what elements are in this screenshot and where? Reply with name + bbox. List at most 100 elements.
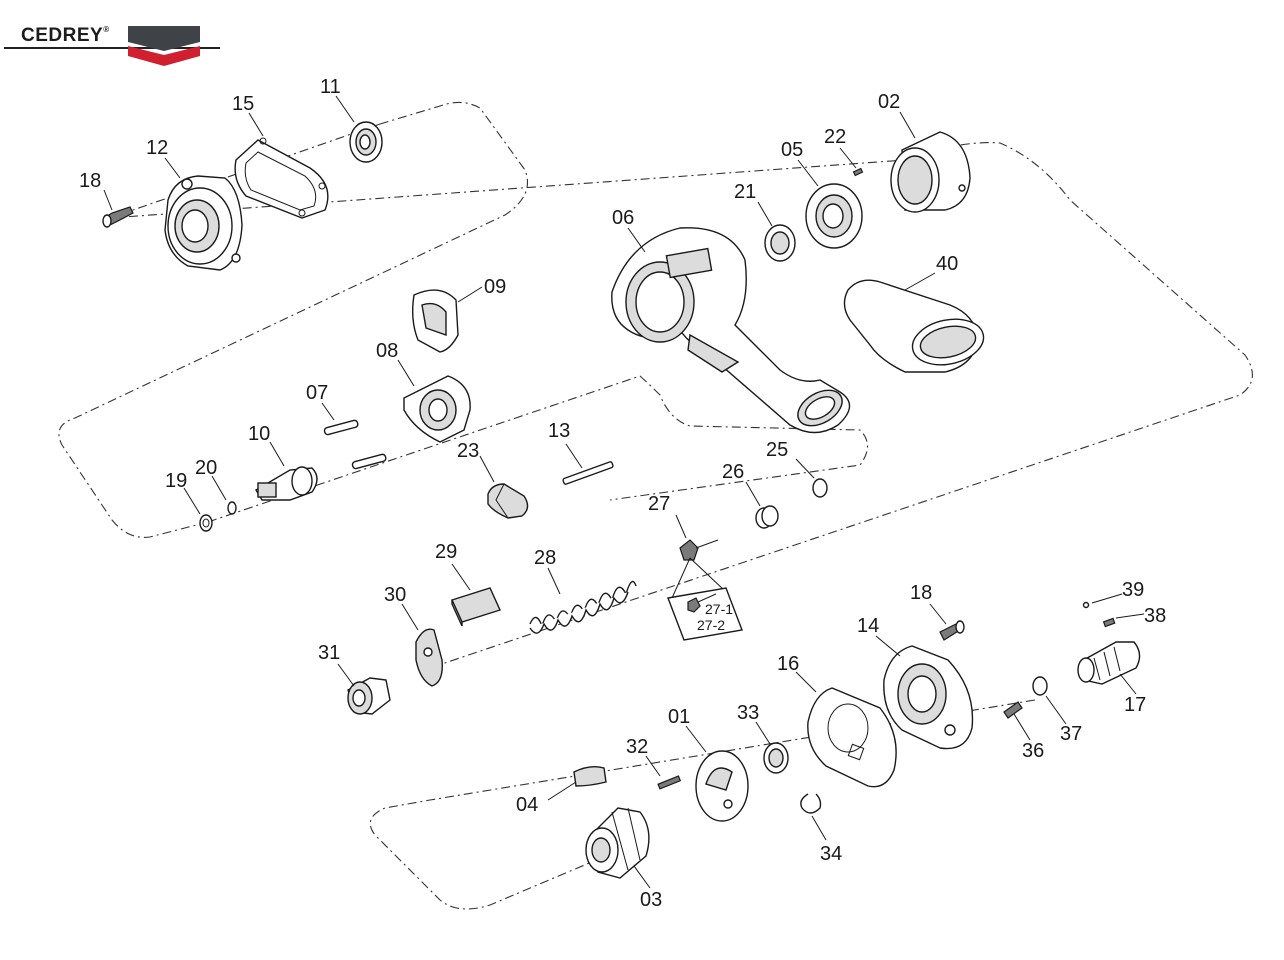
callout-14: 14 <box>857 615 879 637</box>
part-04-rotor-vane <box>573 765 607 787</box>
leader-18b <box>929 603 947 625</box>
part-33-bearing <box>763 742 789 774</box>
callout-21: 21 <box>734 181 756 203</box>
callout-04: 04 <box>516 794 538 816</box>
part-23-trigger <box>487 483 529 519</box>
part-27-inset-box <box>667 557 743 641</box>
callout-29: 29 <box>435 541 457 563</box>
callout-15: 15 <box>232 93 254 115</box>
leader-03 <box>633 865 651 889</box>
part-30-deflector-plate <box>415 628 443 687</box>
part-40-grip-sleeve <box>843 279 985 373</box>
part-06-housing <box>611 227 851 434</box>
leader-11 <box>335 95 355 123</box>
leader-14 <box>875 635 901 657</box>
leader-30 <box>401 603 419 631</box>
callout-16: 16 <box>777 653 799 675</box>
part-27-valve <box>679 539 719 561</box>
leader-34 <box>811 815 827 841</box>
callout-34: 34 <box>820 843 842 865</box>
part-03-rotor <box>585 807 650 879</box>
callout-27: 27 <box>648 493 670 515</box>
leader-10 <box>269 441 285 467</box>
leader-27 <box>675 514 687 539</box>
part-17-reverse-valve <box>1077 641 1141 685</box>
brand-chevron-icon <box>128 26 200 66</box>
callout-18-lower: 18 <box>910 582 932 604</box>
callout-30: 30 <box>384 584 406 606</box>
part-05-end-plate <box>805 183 863 249</box>
leader-25 <box>795 458 815 479</box>
callout-39: 39 <box>1122 579 1144 601</box>
callout-08: 08 <box>376 340 398 362</box>
part-34-snap-ring <box>800 793 822 814</box>
leader-01 <box>685 725 707 753</box>
leader-23 <box>479 455 495 483</box>
brand-logo: CEDREY® <box>0 18 230 68</box>
callout-25: 25 <box>766 439 788 461</box>
callout-11: 11 <box>320 76 341 98</box>
part-22-pin <box>852 167 864 177</box>
callout-09: 09 <box>484 276 506 298</box>
leader-08 <box>397 359 415 387</box>
part-28-spring <box>529 580 637 634</box>
leader-36 <box>1013 713 1031 741</box>
callout-32: 32 <box>626 736 648 758</box>
leader-02 <box>899 111 916 139</box>
leader-13 <box>565 443 583 469</box>
callout-02: 02 <box>878 91 900 113</box>
leader-39 <box>1091 593 1123 604</box>
callout-33: 33 <box>737 702 759 724</box>
callout-26: 26 <box>722 461 744 483</box>
callout-05: 05 <box>781 139 803 161</box>
part-19-retainer-ring <box>199 514 213 532</box>
part-39-ball <box>1082 601 1090 609</box>
callout-01: 01 <box>668 706 690 728</box>
leader-29 <box>451 563 471 591</box>
assembly-path-main-axis <box>109 142 1253 669</box>
callout-13: 13 <box>548 420 570 442</box>
callout-38: 38 <box>1144 605 1166 627</box>
part-11-bushing <box>349 121 383 163</box>
callout-28: 28 <box>534 547 556 569</box>
leader-04 <box>547 781 577 801</box>
callout-22: 22 <box>824 126 846 148</box>
part-37-o-ring <box>1032 676 1048 696</box>
part-20-o-ring <box>227 501 237 515</box>
part-09-clamp <box>411 289 459 353</box>
callout-19: 19 <box>165 470 187 492</box>
part-32-pin <box>657 775 682 790</box>
part-08-hammer-cage <box>403 375 471 443</box>
part-25-o-ring <box>812 478 828 498</box>
callout-27-1: 27-1 <box>705 601 733 617</box>
leader-26 <box>745 481 761 507</box>
leader-20 <box>211 475 227 501</box>
leader-16 <box>795 671 817 693</box>
part-12-front-cover <box>164 175 243 271</box>
callout-07: 07 <box>306 382 328 404</box>
leader-37 <box>1045 695 1067 725</box>
part-13-trigger-pin <box>562 461 614 485</box>
callout-10: 10 <box>248 423 270 445</box>
leader-32 <box>645 755 661 777</box>
callout-40: 40 <box>936 253 958 275</box>
leader-40 <box>904 272 936 291</box>
callout-06: 06 <box>612 207 634 229</box>
callout-27-2: 27-2 <box>697 617 725 633</box>
callout-17: 17 <box>1124 694 1146 716</box>
callout-12: 12 <box>146 137 168 159</box>
leader-18a <box>103 189 113 211</box>
callout-31: 31 <box>318 642 340 664</box>
part-29-filter-block <box>451 587 501 627</box>
brand-underline <box>4 47 220 49</box>
callout-18-upper: 18 <box>79 170 101 192</box>
assembly-path-lower <box>369 699 1036 910</box>
leader-38 <box>1115 613 1145 619</box>
part-36-screw <box>1003 701 1023 719</box>
leader-12 <box>164 157 181 179</box>
part-31-air-inlet <box>347 677 391 715</box>
leader-33 <box>755 721 771 745</box>
part-16-rear-gasket <box>807 687 897 788</box>
part-21-ring <box>764 224 796 262</box>
